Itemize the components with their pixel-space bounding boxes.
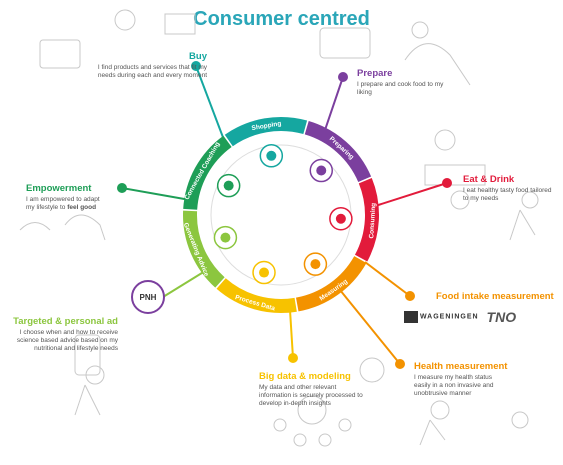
ring-segment-connected-coaching xyxy=(183,135,232,210)
chart-icon-glyph xyxy=(310,259,321,270)
apple-icon-glyph xyxy=(335,213,346,224)
wageningen-logo: WAGENINGEN xyxy=(419,313,479,321)
connector-lines xyxy=(121,65,448,365)
connector-health xyxy=(339,289,401,365)
coaching-icon-glyph xyxy=(223,180,234,191)
wageningen-mark-icon xyxy=(404,311,418,323)
dot-buy xyxy=(191,61,201,71)
dot-eat xyxy=(442,178,452,188)
connector-empowerment xyxy=(121,187,191,201)
connector-big-data xyxy=(289,309,294,359)
ring-segment-measuring xyxy=(295,256,367,312)
sketch-illustrations xyxy=(19,9,539,447)
empowerment-text-prefix: I am empowered to adapt my lifestyle to xyxy=(26,196,100,211)
node-big-data: Big data & modeling My data and other re… xyxy=(259,372,369,408)
ring-label: Shopping xyxy=(251,120,282,132)
node-food-intake: Food intake measurement xyxy=(436,292,556,304)
food-intake-heading: Food intake measurement xyxy=(436,291,554,302)
ring-segment-consuming xyxy=(354,178,379,262)
connector-food-intake xyxy=(364,261,411,297)
empowerment-heading: Empowerment xyxy=(26,183,92,194)
tno-logo: TNO xyxy=(486,309,517,325)
node-targeted: Targeted & personal ad I choose when and… xyxy=(8,317,118,353)
connector-buy xyxy=(195,65,225,141)
dot-prepare xyxy=(338,72,348,82)
page-title: Consumer centred xyxy=(193,8,370,30)
node-prepare: Prepare I prepare and cook food to my li… xyxy=(357,69,447,97)
prepare-heading: Prepare xyxy=(357,68,393,79)
buy-heading: Buy xyxy=(189,51,207,62)
dot-food-intake xyxy=(405,291,415,301)
dot-health xyxy=(395,359,405,369)
health-text: I measure my health status easily in a n… xyxy=(414,374,494,397)
advice-icon-glyph xyxy=(220,232,231,243)
dot-big-data xyxy=(288,353,298,363)
node-buy: Buy I find products and services that fi… xyxy=(95,52,207,80)
targeted-text: I choose when and how to receive science… xyxy=(16,329,118,352)
pnh-logo: PNH xyxy=(131,280,165,314)
pnh-logo-text: PNH xyxy=(140,293,157,302)
inner-icons xyxy=(213,144,353,285)
connector-eat xyxy=(371,182,448,208)
big-data-text: My data and other relevant information i… xyxy=(259,384,363,407)
ring-label: Connected Coaching xyxy=(184,141,222,201)
ring-segment-process-data xyxy=(216,278,297,313)
eat-text: I eat healthy tasty food tailored to my … xyxy=(463,187,552,202)
ring-label: Consuming xyxy=(368,203,377,239)
partner-logos: WAGENINGEN TNO xyxy=(404,309,554,329)
ring-segment-shopping xyxy=(224,116,308,147)
ring-segment-generating-advice xyxy=(183,210,225,288)
empowerment-text: I am empowered to adapt my lifestyle to … xyxy=(26,196,106,212)
eat-heading: Eat & Drink xyxy=(463,174,515,185)
node-empowerment: Empowerment I am empowered to adapt my l… xyxy=(26,184,106,212)
prepare-text: I prepare and cook food to my liking xyxy=(357,81,444,96)
empowerment-text-bold: feel good xyxy=(67,204,97,211)
node-health: Health measurement I measure my health s… xyxy=(414,362,509,398)
buy-text: I find products and services that fit my… xyxy=(97,64,207,79)
node-dots xyxy=(117,61,452,369)
ring-segment-preparing xyxy=(304,121,372,182)
connector-prepare xyxy=(324,76,344,131)
health-heading: Health measurement xyxy=(414,361,508,372)
big-data-heading: Big data & modeling xyxy=(259,371,351,382)
dot-empowerment xyxy=(117,183,127,193)
targeted-heading: Targeted & personal ad xyxy=(13,316,118,327)
node-eat-drink: Eat & Drink I eat healthy tasty food tai… xyxy=(463,175,558,203)
processing-icon-glyph xyxy=(259,267,270,278)
cooking-pot-icon-glyph xyxy=(316,165,327,176)
cart-icon-glyph xyxy=(266,150,277,161)
